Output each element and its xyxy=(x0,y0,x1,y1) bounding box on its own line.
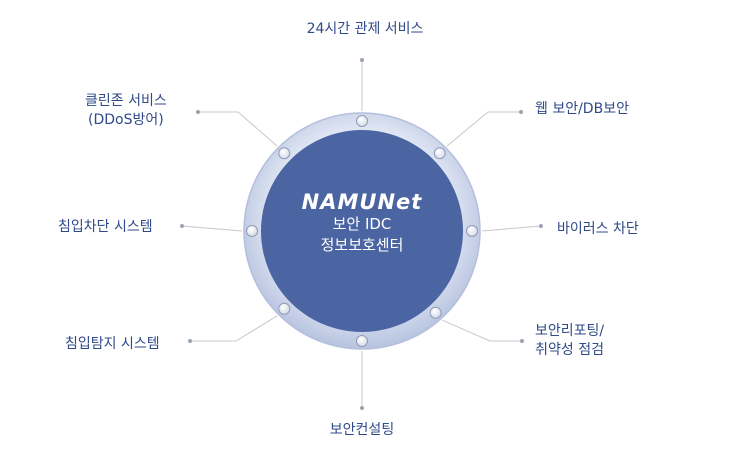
connector-report xyxy=(442,319,522,342)
ring-node-24h xyxy=(356,115,368,127)
service-label-intrusion-detection: 침입탐지 시스템 xyxy=(65,336,160,352)
connector-end-dot-ips xyxy=(180,224,184,228)
connector-virus xyxy=(481,225,542,232)
ring-node-report xyxy=(429,306,442,319)
inner-circle xyxy=(261,130,463,332)
connector-end-dot-virus xyxy=(539,224,543,228)
service-label-virus-block: 바이러스 차단 xyxy=(557,221,639,237)
connector-end-dot-web xyxy=(519,110,523,114)
connector-end-dot-report xyxy=(520,339,524,343)
center-title-line1: 보안 IDC xyxy=(332,215,392,233)
connector-clean xyxy=(198,111,278,147)
connector-end-dot-consult xyxy=(360,406,364,410)
connector-ips xyxy=(181,225,243,232)
center-title-line2: 정보보호센터 xyxy=(320,236,404,254)
service-label-24h: 24시간 관제 서비스 xyxy=(306,21,424,37)
connector-lines xyxy=(180,58,543,410)
ring-node-ids xyxy=(278,302,291,315)
namunet-logo: NAMUNet xyxy=(301,190,423,214)
connector-ids xyxy=(190,315,278,342)
service-label-intrusion-prevention: 침입차단 시스템 xyxy=(58,219,153,235)
service-label-security-reporting: 보안리포팅/ 취약성 점검 xyxy=(535,323,605,358)
ring-node-clean xyxy=(278,147,291,160)
service-label-cleanzone-ddos: 클린존 서비스 (DDoS방어) xyxy=(85,93,167,128)
service-label-web-db-security: 웹 보안/DB보안 xyxy=(535,101,629,117)
ring-node-consult xyxy=(356,335,368,347)
connector-web xyxy=(446,111,521,147)
center-title: NAMUNet 보안 IDC 정보보호센터 xyxy=(262,190,462,256)
ring-nodes xyxy=(246,115,478,347)
ring-node-ips xyxy=(246,225,258,237)
ring-node-web xyxy=(433,147,446,160)
connector-end-dot-ids xyxy=(188,339,192,343)
service-label-security-consulting: 보안컨설팅 xyxy=(329,422,395,438)
connector-end-dot-clean xyxy=(196,110,200,114)
connector-end-dot-24h xyxy=(360,58,364,62)
ring-node-virus xyxy=(466,225,478,237)
